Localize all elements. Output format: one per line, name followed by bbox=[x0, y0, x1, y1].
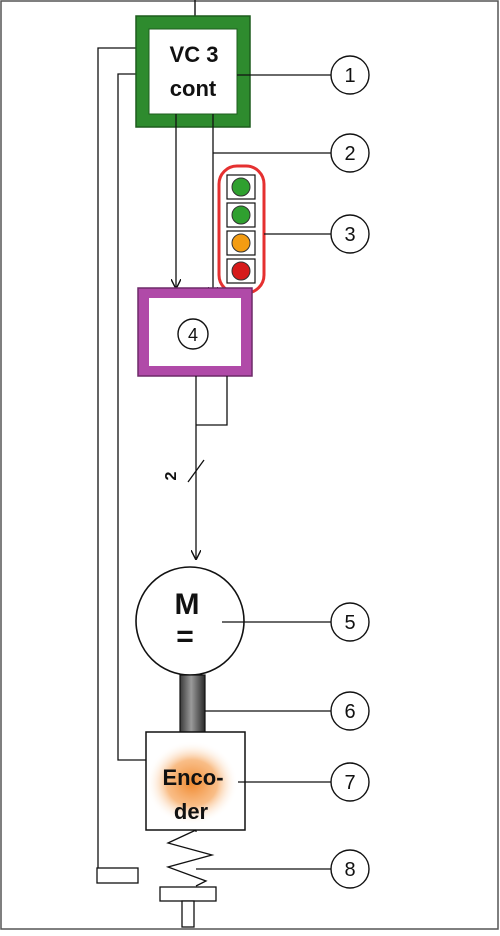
led-light bbox=[232, 234, 250, 252]
callout-6: 6 bbox=[331, 692, 369, 730]
callout-5: 5 bbox=[331, 603, 369, 641]
callout-7: 7 bbox=[331, 763, 369, 801]
callout-number: 5 bbox=[344, 612, 355, 634]
feedback-line-inner bbox=[118, 74, 147, 760]
load-flange bbox=[160, 887, 216, 901]
led-slot bbox=[227, 231, 255, 255]
load-assembly bbox=[160, 887, 216, 927]
bus-signal-count: 2 bbox=[163, 471, 180, 480]
led-slot bbox=[227, 175, 255, 199]
controller-box: VC 3 cont bbox=[136, 16, 250, 127]
callout-2: 2 bbox=[331, 134, 369, 172]
callout-number: 8 bbox=[344, 859, 355, 881]
feedback-sensor-box bbox=[97, 868, 138, 883]
controller-label-line2: cont bbox=[170, 76, 217, 101]
coupling-spring bbox=[168, 830, 212, 886]
motor: M = bbox=[136, 567, 244, 675]
encoder-label-line2: der bbox=[174, 799, 209, 824]
driver-number-label: 4 bbox=[188, 325, 198, 345]
callout-3: 3 bbox=[331, 215, 369, 253]
callout-1: 1 bbox=[331, 56, 369, 94]
led-indicator-panel bbox=[219, 166, 264, 293]
callout-number: 1 bbox=[344, 65, 355, 87]
callout-number: 6 bbox=[344, 701, 355, 723]
controller-label-line1: VC 3 bbox=[170, 42, 219, 67]
led-slot bbox=[227, 203, 255, 227]
motor-label-line2: = bbox=[176, 620, 194, 653]
led-slot bbox=[227, 259, 255, 283]
encoder: Enco- der bbox=[146, 732, 245, 830]
motor-label-line1: M bbox=[175, 588, 200, 621]
callout-8: 8 bbox=[331, 850, 369, 888]
led-light bbox=[232, 206, 250, 224]
led-light bbox=[232, 262, 250, 280]
driver-box: 4 bbox=[138, 288, 252, 376]
callout-number: 3 bbox=[344, 224, 355, 246]
callout-number: 2 bbox=[344, 143, 355, 165]
led-light bbox=[232, 178, 250, 196]
encoder-label-line1: Enco- bbox=[162, 765, 223, 790]
motor-shaft bbox=[180, 675, 205, 733]
load-hub bbox=[182, 901, 194, 927]
driver-output-stub bbox=[196, 376, 227, 425]
callout-number: 7 bbox=[344, 772, 355, 794]
